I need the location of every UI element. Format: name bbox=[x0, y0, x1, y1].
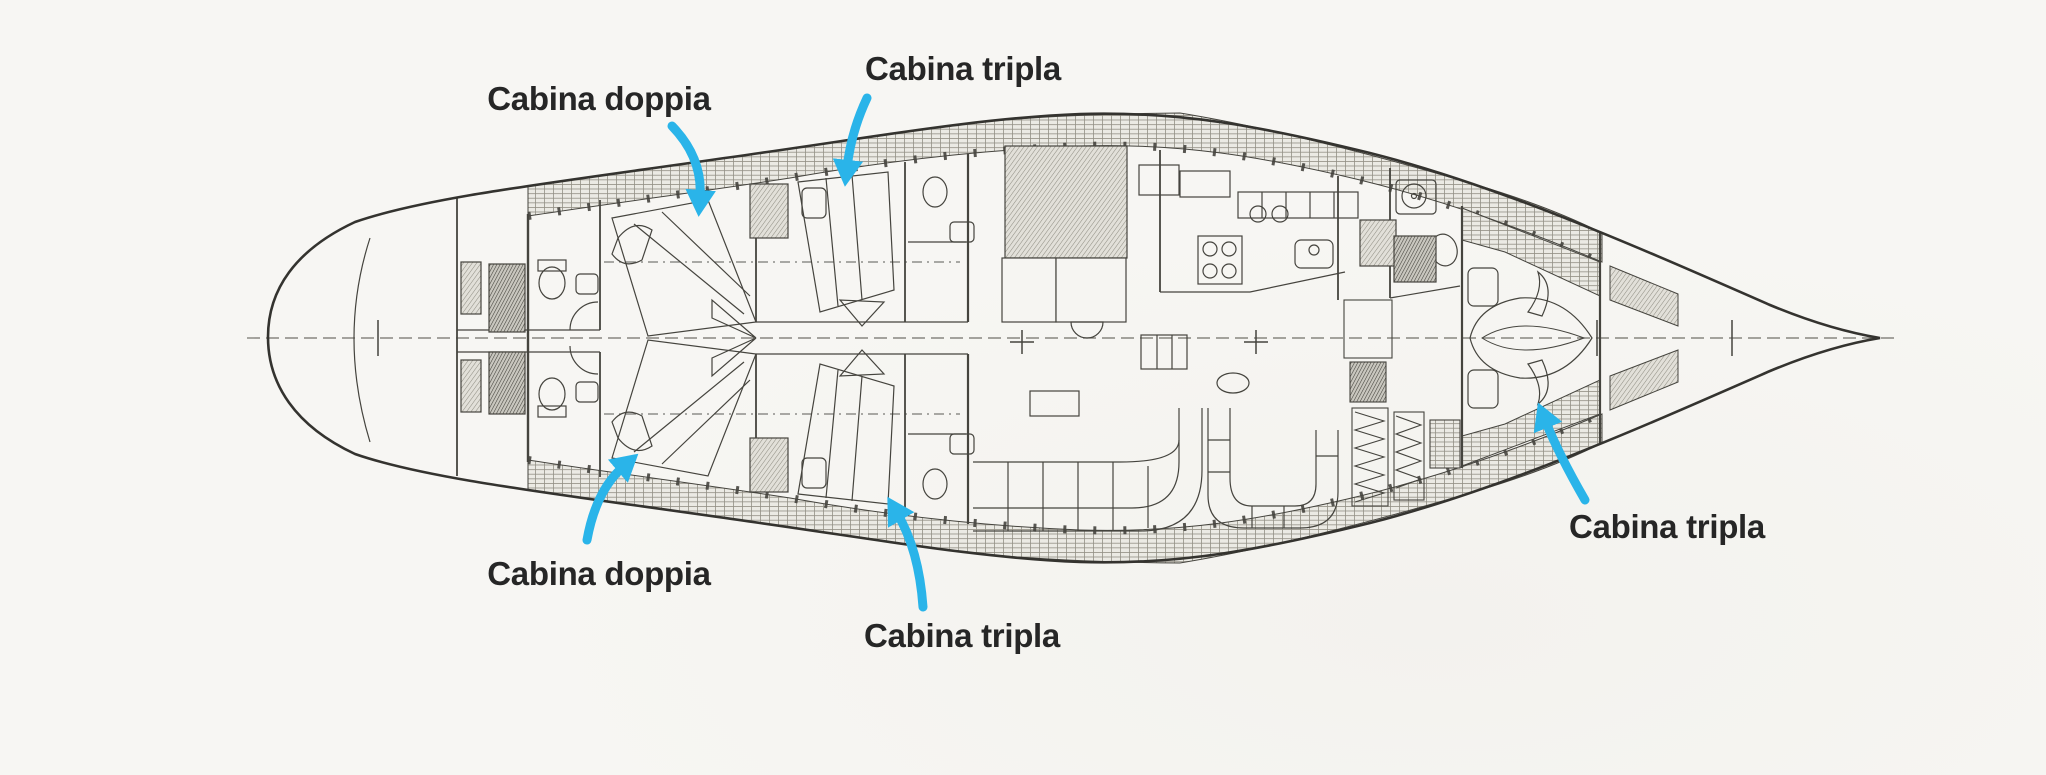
companionway-stairs bbox=[1343, 299, 1461, 507]
label-cabina-doppia-bottom: Cabina doppia bbox=[487, 555, 711, 592]
arrow-cabina-doppia-bottom bbox=[582, 453, 639, 545]
label-cabina-tripla-bow: Cabina tripla bbox=[1569, 508, 1766, 545]
label-cabina-tripla-bottom: Cabina tripla bbox=[864, 617, 1061, 654]
arrow-cabina-tripla-top bbox=[832, 93, 872, 187]
aft-double-cabins bbox=[611, 199, 757, 477]
midship-cabins bbox=[749, 171, 975, 505]
salon bbox=[973, 145, 1339, 532]
label-cabina-doppia-top: Cabina doppia bbox=[487, 80, 711, 117]
galley bbox=[1160, 191, 1397, 293]
transom-curve bbox=[353, 237, 371, 443]
annotations: Cabina doppia Cabina tripla Cabina doppi… bbox=[487, 50, 1766, 654]
forward-head bbox=[1389, 179, 1461, 299]
boat-plan bbox=[247, 112, 1900, 564]
aft-heads bbox=[460, 259, 599, 418]
arrow-cabina-tripla-bottom bbox=[887, 496, 928, 612]
bulkheads bbox=[456, 150, 1602, 524]
centerline bbox=[247, 320, 1900, 356]
label-cabina-tripla-top: Cabina tripla bbox=[865, 50, 1062, 87]
corridor-lines bbox=[457, 261, 968, 415]
hull-outline bbox=[266, 112, 1881, 564]
arrow-cabina-tripla-bow bbox=[1533, 402, 1590, 505]
crew-cabin bbox=[1467, 267, 1593, 409]
arrow-cabina-doppia-top bbox=[667, 121, 716, 217]
